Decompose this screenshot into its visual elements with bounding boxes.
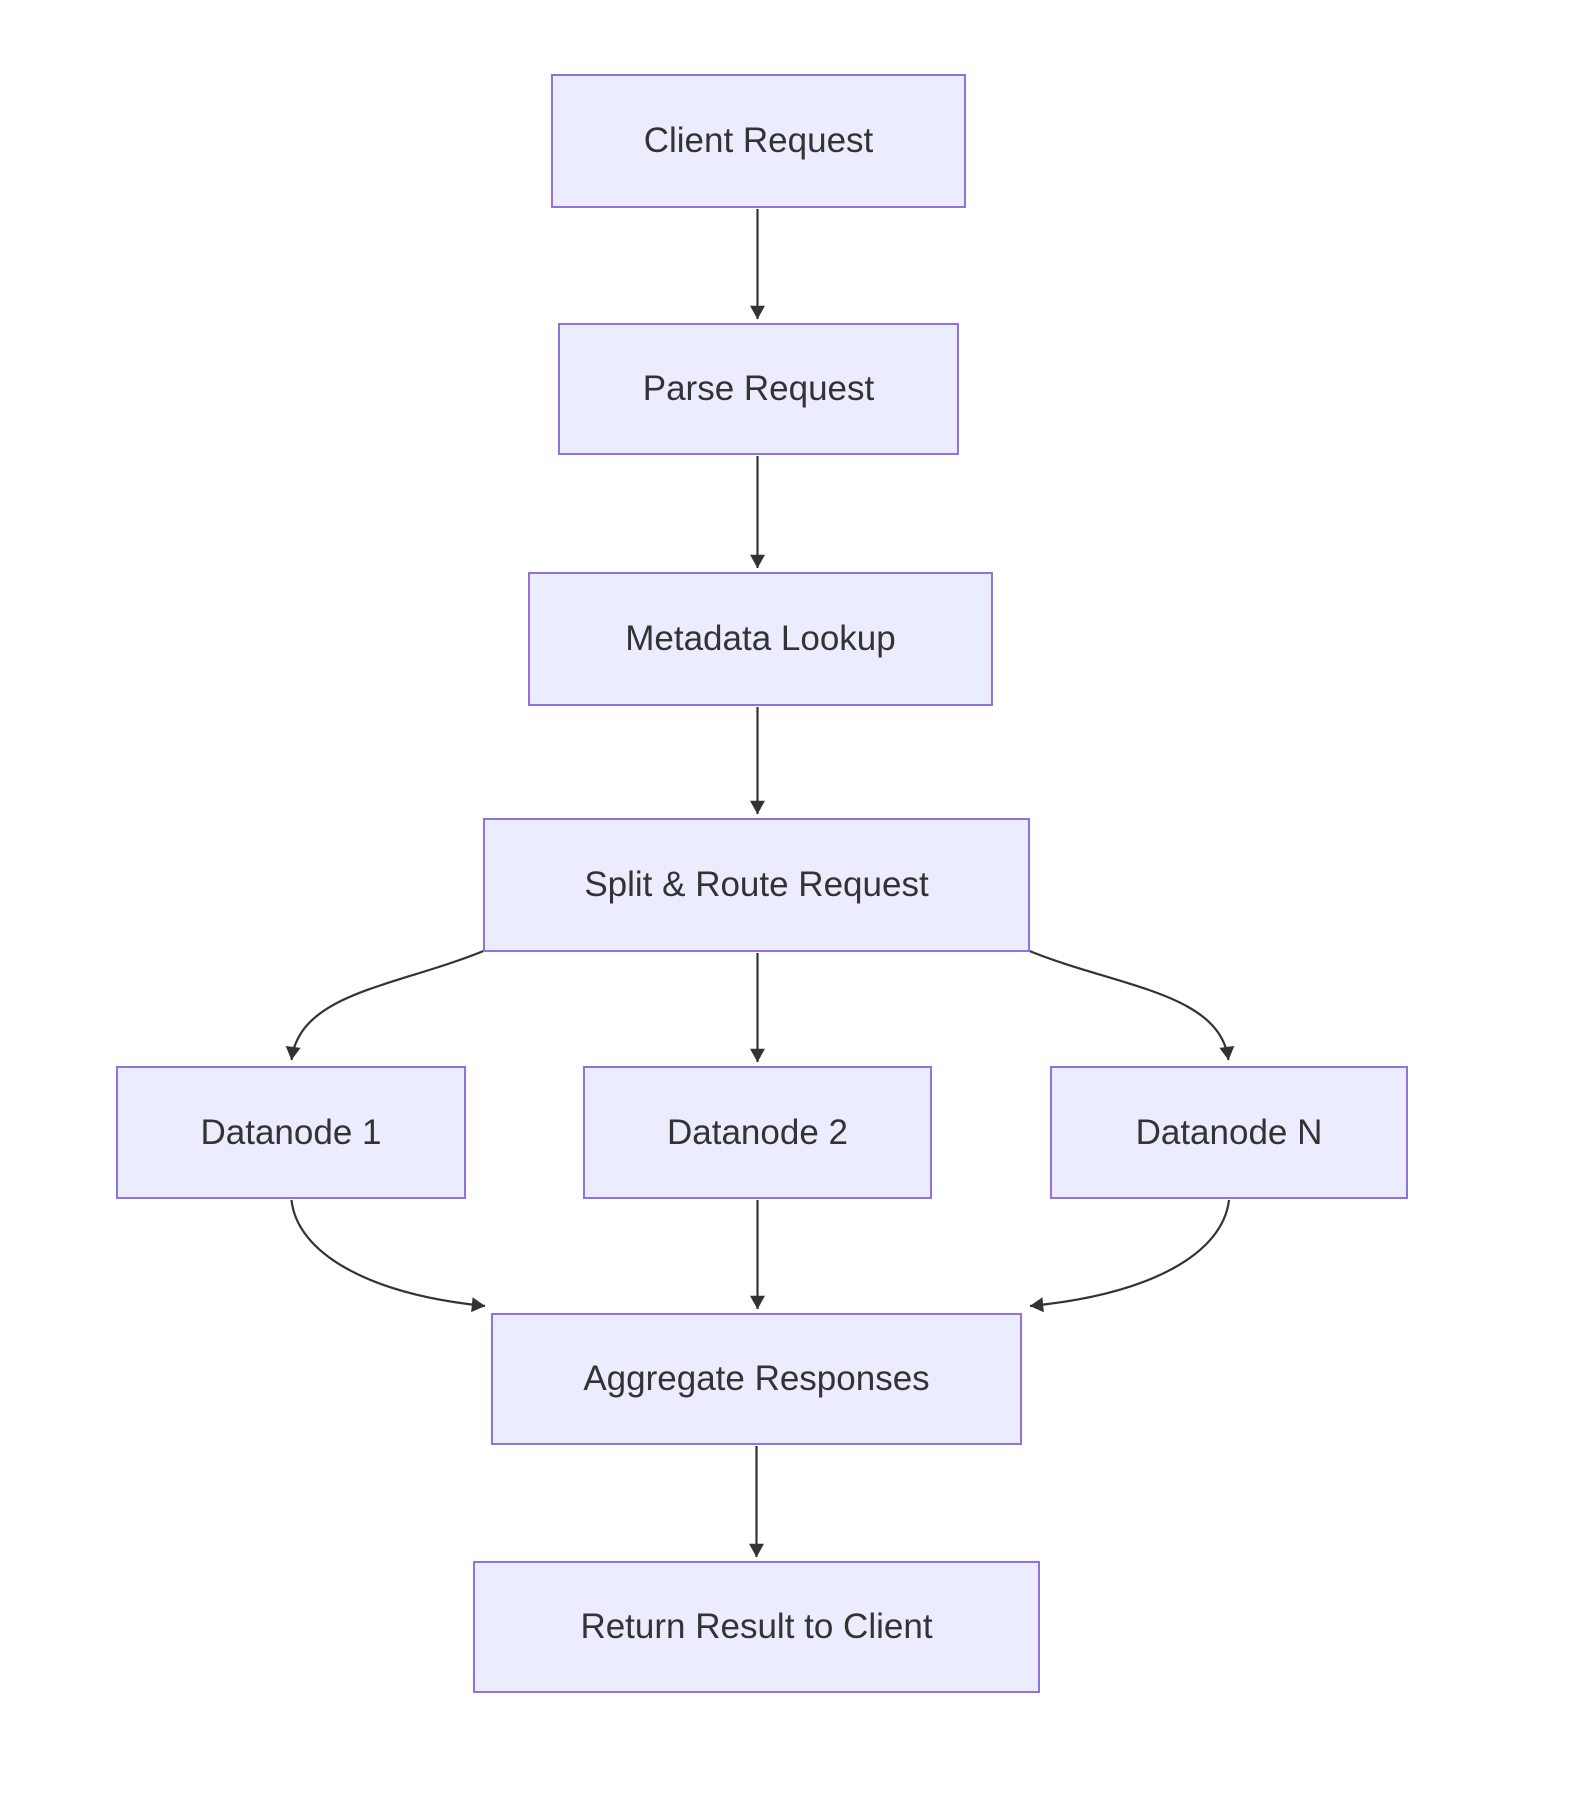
node-label: Datanode N [1135,1112,1323,1152]
node-datanode-n: Datanode N [1050,1066,1408,1199]
node-label: Split & Route Request [584,865,929,904]
node-label: Datanode 1 [200,1112,382,1152]
node-client-request: Client Request [551,74,966,208]
node-label: Parse Request [642,369,875,408]
node-label: Aggregate Responses [583,1359,930,1398]
node-split-route-request: Split & Route Request [483,818,1030,952]
edge-split-to-datanode-1 [285,948,487,1061]
node-metadata-lookup: Metadata Lookup [528,572,993,706]
node-aggregate-responses: Aggregate Responses [491,1313,1022,1445]
node-datanode-1: Datanode 1 [116,1066,466,1199]
node-label: Datanode 2 [667,1112,848,1152]
node-label: Metadata Lookup [625,619,896,658]
node-return-result: Return Result to Client [473,1561,1040,1693]
node-parse-request: Parse Request [558,323,959,455]
edge-split-to-datanode-n [1026,948,1235,1061]
edge-datanode-n-to-aggregate [1029,1199,1231,1313]
node-datanode-2: Datanode 2 [583,1066,932,1199]
node-label: Client Request [643,121,874,160]
node-label: Return Result to Client [580,1607,933,1646]
edge-datanode-1-to-aggregate [290,1199,486,1313]
